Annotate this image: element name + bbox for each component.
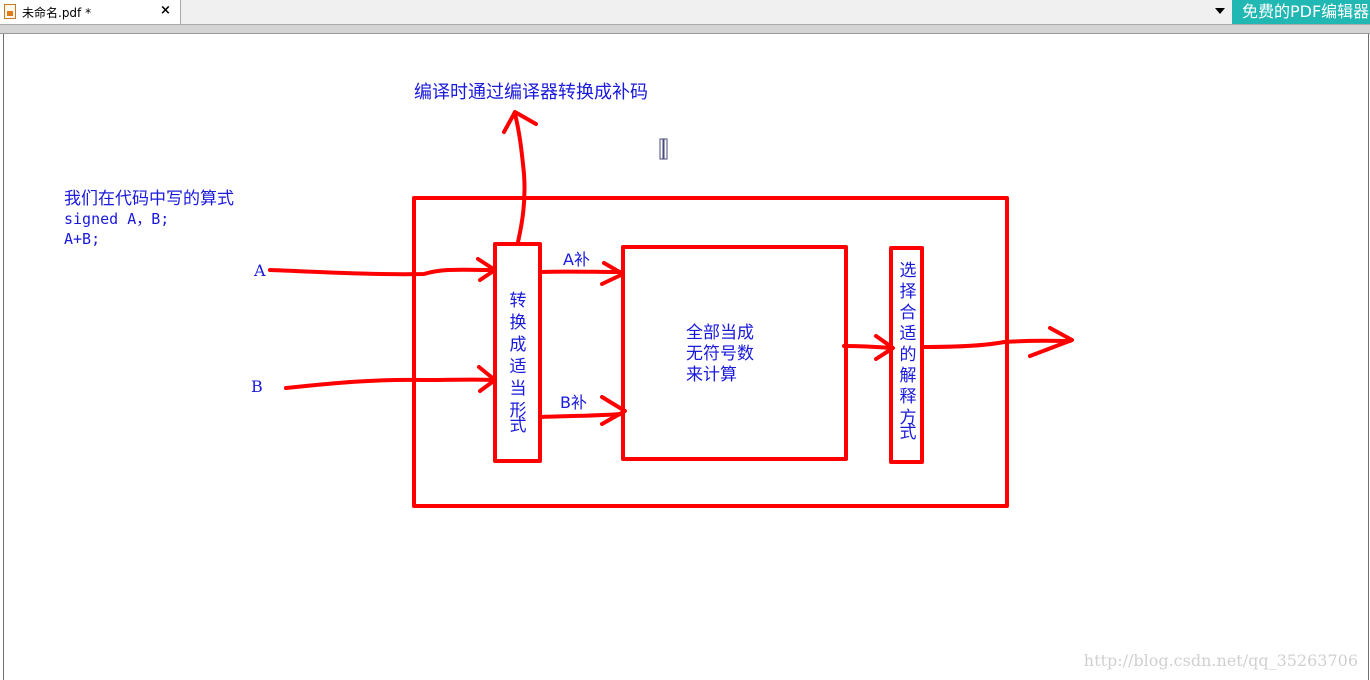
arrow-up-head [502, 110, 538, 134]
toolbar-strip [0, 25, 1370, 34]
close-icon[interactable]: × [160, 3, 171, 18]
convert-box [493, 242, 542, 463]
outer-box [412, 196, 1009, 508]
b-comp-label: B补 [560, 393, 587, 412]
box3-char: 选 [900, 261, 917, 281]
tab-title: 未命名.pdf * [22, 6, 92, 20]
input-a-label: A [253, 261, 266, 280]
top-note: 编译时通过编译器转换成补码 [414, 82, 648, 103]
box3-char: 释 [900, 387, 917, 407]
box3-char: 解 [900, 366, 917, 386]
box2-line1: 全部当成 [686, 323, 754, 343]
watermark: http://blog.csdn.net/qq_35263706 [1083, 651, 1358, 670]
promo-button[interactable]: 免费的PDF编辑器 [1232, 0, 1370, 24]
pdf-file-icon [4, 4, 16, 19]
box1-char: 成 [510, 335, 527, 355]
tab-document[interactable]: 未命名.pdf * × [0, 0, 181, 24]
left-note-line1: 我们在代码中写的算式 [64, 189, 234, 209]
arrow-acomp-head [600, 261, 625, 286]
box1-char: 转 [510, 291, 527, 311]
box1-char: 形 [510, 401, 527, 421]
box3-char: 合 [900, 303, 917, 323]
box1-char: 适 [510, 357, 527, 377]
box2-line2: 无符号数 [686, 344, 754, 364]
arrow-out-line [920, 338, 1072, 349]
arrow-mid-line [842, 344, 893, 350]
pdf-page: 编译时通过编译器转换成补码 我们在代码中写的算式 signed A，B; A+B… [3, 34, 1369, 680]
box3-char: 方 [900, 408, 917, 428]
box3-char: 择 [900, 282, 917, 302]
chevron-down-icon[interactable] [1212, 3, 1228, 19]
text-cursor-icon [659, 138, 668, 160]
box1-char: 当 [510, 379, 527, 399]
a-comp-label: A补 [563, 250, 590, 269]
interpret-box [889, 246, 924, 464]
tab-bar: 未命名.pdf * × 免费的PDF编辑器 [0, 0, 1370, 25]
box3-char: 的 [900, 345, 917, 365]
box3-char: 适 [900, 324, 917, 344]
arrow-out-head [1028, 326, 1074, 358]
arrow-b-line [284, 377, 496, 390]
compute-box [621, 245, 848, 461]
box1-char: 换 [510, 313, 527, 333]
arrow-up-line [513, 112, 527, 244]
box3-char: 式 [900, 423, 917, 443]
arrow-bcomp-line [539, 412, 624, 419]
arrow-bcomp-head [600, 395, 627, 426]
input-b-label: B [251, 377, 263, 396]
drawing-canvas: 编译时通过编译器转换成补码 我们在代码中写的算式 signed A，B; A+B… [64, 82, 1074, 508]
box2-line3: 来计算 [686, 365, 737, 385]
arrow-b-head [477, 365, 497, 393]
arrow-mid-head [874, 334, 895, 361]
left-note-line2: signed A，B; [64, 210, 169, 228]
box1-char: 式 [510, 416, 527, 436]
left-note-line3: A+B; [64, 230, 100, 248]
arrow-a-line [268, 267, 496, 277]
arrow-a-head [476, 257, 497, 282]
